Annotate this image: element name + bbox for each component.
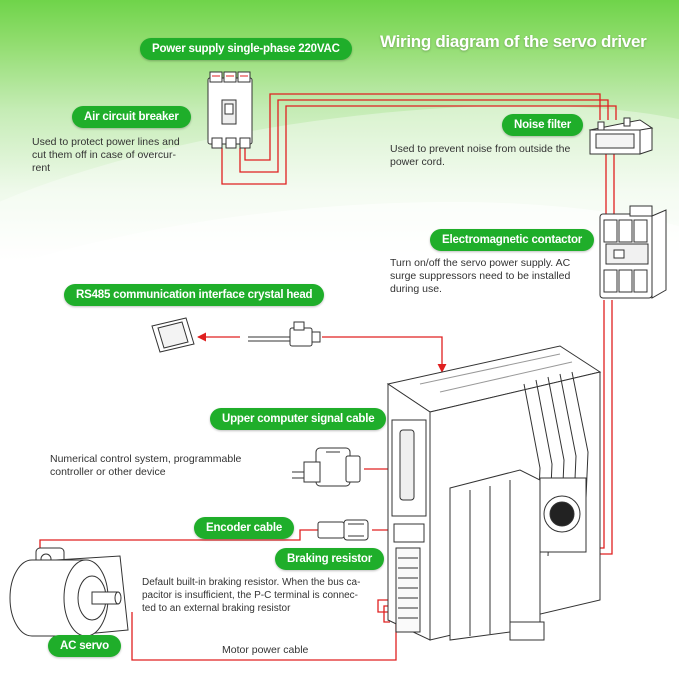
noise-filter-device	[588, 117, 654, 155]
ac-servo-motor-device	[9, 547, 129, 637]
rs485-devices	[151, 317, 321, 353]
page-title: Wiring diagram of the servo driver	[380, 32, 647, 51]
desc-air-circuit-breaker: Used to protect power lines and cut them…	[32, 136, 180, 174]
label-braking-resistor: Braking resistor	[275, 548, 384, 570]
servo-driver-device	[386, 345, 602, 641]
label-rs485: RS485 communication interface crystal he…	[64, 284, 325, 306]
label-ac-servo: AC servo	[48, 635, 121, 657]
encoder-plug-device	[317, 519, 369, 541]
desc-noise-filter: Used to prevent noise from outside the p…	[390, 143, 571, 168]
desc-braking-resistor: Default built-in braking resistor. When …	[142, 577, 361, 614]
db-connector-device	[292, 447, 361, 487]
contactor-device	[599, 205, 667, 299]
label-contactor: Electromagnetic contactor	[430, 229, 595, 251]
label-air-circuit-breaker: Air circuit breaker	[72, 106, 191, 128]
label-power-supply: Power supply single-phase 220VAC	[140, 38, 352, 60]
desc-motor-power-cable: Motor power cable	[222, 644, 309, 656]
label-noise-filter: Noise filter	[502, 114, 584, 136]
desc-contactor: Turn on/off the servo power supply. AC s…	[390, 257, 571, 295]
label-upper-computer-cable: Upper computer signal cable	[210, 408, 387, 430]
desc-upper-computer-cable: Numerical control system, programmable c…	[50, 453, 242, 478]
label-encoder-cable: Encoder cable	[194, 517, 295, 539]
circuit-breaker-device	[207, 71, 253, 149]
